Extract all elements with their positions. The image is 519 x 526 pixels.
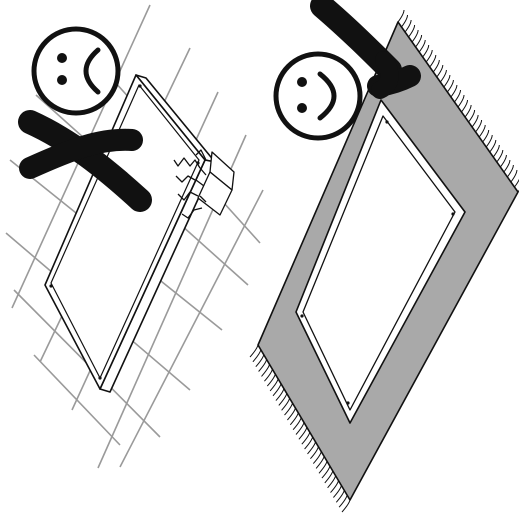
- fringe-thread: [475, 119, 483, 133]
- fringe-thread: [514, 178, 519, 188]
- fringe-thread: [429, 54, 437, 68]
- fringe-thread: [464, 104, 472, 118]
- fringe-thread: [482, 129, 490, 143]
- fringe-thread: [404, 19, 412, 33]
- fringe-thread: [401, 14, 408, 28]
- fringe-thread: [418, 39, 426, 53]
- happy-face-icon: [273, 51, 363, 141]
- fringe-thread: [461, 99, 468, 113]
- fringe-thread: [499, 154, 507, 168]
- cross-mark-icon: [18, 110, 152, 212]
- fringe-thread: [415, 34, 423, 48]
- fringe-thread: [249, 344, 259, 358]
- fringe-thread: [443, 74, 451, 88]
- fringe-thread: [510, 169, 518, 183]
- crack-icon: [173, 149, 235, 219]
- fringe-thread: [492, 144, 500, 158]
- fringe-thread: [478, 124, 486, 138]
- fringe-thread: [506, 164, 514, 178]
- fringe-thread: [397, 9, 405, 23]
- fringe-thread: [450, 84, 458, 98]
- fringe-thread: [422, 44, 430, 58]
- fringe-thread: [432, 59, 440, 73]
- fringe-thread: [485, 134, 493, 148]
- fringe-thread: [436, 64, 444, 78]
- fringe-thread: [454, 89, 461, 103]
- fringe-thread: [468, 109, 476, 123]
- fringe-thread: [411, 29, 419, 43]
- fringe-thread: [425, 49, 433, 63]
- fringe-thread: [503, 159, 511, 173]
- fringe-thread: [457, 94, 465, 108]
- sad-face-icon: [31, 26, 121, 116]
- fringe-thread: [446, 79, 454, 93]
- fringe-thread: [496, 149, 504, 163]
- fringe-thread: [471, 114, 479, 128]
- check-mark-icon: [310, 0, 421, 99]
- fringe-thread: [489, 139, 497, 153]
- wrong-placement-panel: [5, 4, 264, 469]
- fringe-thread: [408, 24, 416, 38]
- fringe-thread: [439, 69, 447, 83]
- heater-panel-on-rug: [295, 99, 466, 424]
- correct-placement-panel: [249, 0, 519, 513]
